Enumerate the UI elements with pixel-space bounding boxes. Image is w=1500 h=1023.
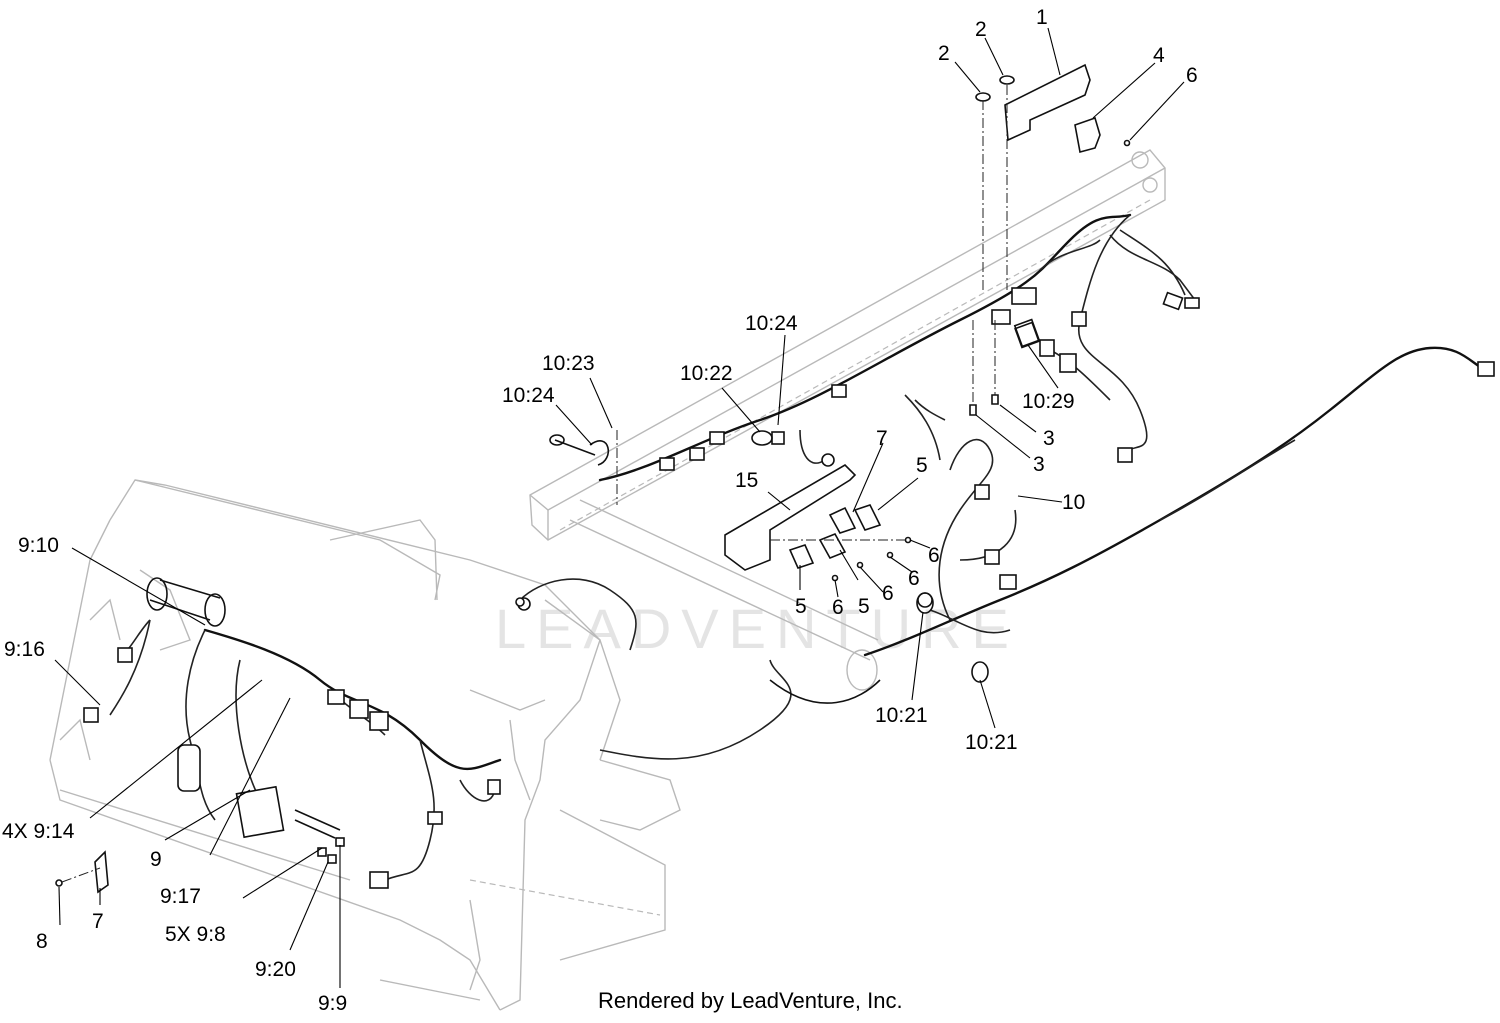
callout-15: 15 — [735, 469, 758, 492]
callout-10-22: 10:22 — [680, 362, 733, 385]
bracket-7-front — [94, 850, 109, 894]
callout-5x-9-8: 5X 9:8 — [165, 923, 226, 946]
callout-5a: 5 — [916, 454, 928, 477]
front-component-cylinder — [146, 577, 226, 627]
callout-9-16: 9:16 — [4, 638, 45, 661]
bracket-1 — [1004, 63, 1091, 142]
callout-10-21b: 10:21 — [965, 731, 1018, 754]
callout-9-9: 9:9 — [318, 992, 347, 1015]
callout-1: 1 — [1036, 6, 1048, 29]
long-harness — [863, 346, 1495, 657]
callout-9: 9 — [150, 848, 162, 871]
callout-9-20: 9:20 — [255, 958, 296, 981]
bracket-15 — [724, 463, 857, 571]
callout-8: 8 — [36, 930, 48, 953]
rear-wiring-harness — [598, 213, 1200, 482]
leadventure-watermark: LEADVENTURE — [495, 597, 1019, 660]
pad-5b — [828, 506, 857, 534]
callout-3a: 3 — [1043, 427, 1055, 450]
callout-6e: 6 — [832, 596, 844, 619]
rendered-by-footer: Rendered by LeadVenture, Inc. — [598, 988, 903, 1013]
callout-9-10: 9:10 — [18, 534, 59, 557]
callout-4: 4 — [1153, 44, 1165, 67]
callout-7b: 7 — [92, 910, 104, 933]
switch-4 — [1074, 116, 1101, 153]
callout-4x-9-14: 4X 9:14 — [2, 820, 75, 843]
callout-10-24a: 10:24 — [745, 312, 798, 335]
callout-5b: 5 — [858, 595, 870, 618]
exploded-parts — [55, 63, 1131, 894]
washer-2b — [999, 75, 1015, 85]
callout-10: 10 — [1062, 491, 1085, 514]
callout-6d: 6 — [882, 582, 894, 605]
front-wiring-harness — [83, 578, 792, 889]
callout-6c: 6 — [908, 567, 920, 590]
callout-5c: 5 — [795, 595, 807, 618]
pad-5c — [818, 532, 847, 560]
callout-9-17: 9:17 — [160, 885, 201, 908]
callout-2a: 2 — [975, 18, 987, 41]
pad-5a — [853, 504, 882, 531]
callout-3b: 3 — [1033, 453, 1045, 476]
callout-10-21a: 10:21 — [875, 704, 928, 727]
callout-labels: 1 2 2 4 6 10:24 10:23 10:24 10:22 10:29 … — [2, 6, 1198, 1015]
callout-6b: 6 — [928, 544, 940, 567]
callout-6a: 6 — [1186, 64, 1198, 87]
callout-10-29: 10:29 — [1022, 390, 1075, 413]
callout-10-24b: 10:24 — [502, 384, 555, 407]
chassis-frame — [49, 149, 1166, 1011]
callout-2b: 2 — [938, 42, 950, 65]
washer-2a — [975, 92, 991, 102]
pad-5d — [788, 544, 815, 569]
callout-10-23: 10:23 — [542, 352, 595, 375]
callout-7a: 7 — [876, 427, 888, 450]
leader-lines — [54, 27, 1185, 988]
